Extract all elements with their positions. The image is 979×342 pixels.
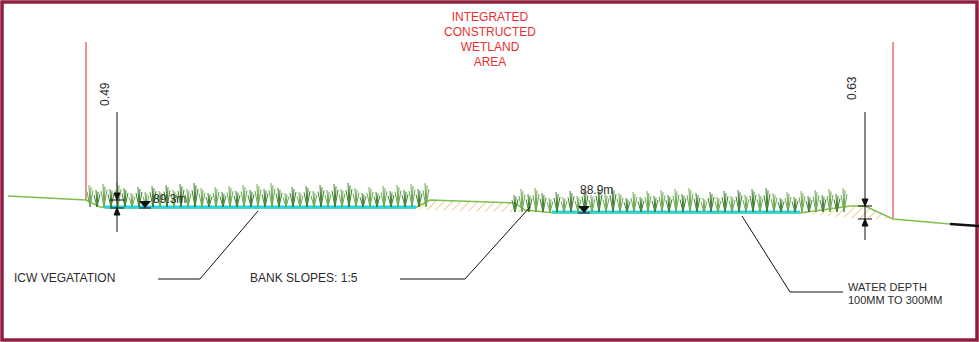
boundary-line	[86, 42, 87, 200]
boundary-line	[893, 42, 894, 218]
callout-text: BANK SLOPES: 1:5	[250, 271, 357, 285]
vegetation	[87, 183, 847, 212]
level-text: 89.3m	[153, 192, 186, 206]
dimension-text: 0.49	[98, 83, 112, 106]
level-text: 88.9m	[580, 183, 613, 197]
dimension-line	[110, 112, 872, 240]
ground-line	[950, 224, 979, 226]
water-surface	[104, 206, 416, 209]
level-marker	[139, 201, 151, 208]
callout-text: ICW VEGATATION	[14, 271, 115, 285]
callout-text: WATER DEPTH 100MM TO 300MM	[848, 281, 953, 307]
level-marker	[139, 208, 151, 209]
dimension-text: 0.63	[845, 77, 859, 100]
title: INTEGRATED CONSTRUCTED WETLAND AREA	[444, 10, 536, 70]
level-marker	[578, 206, 590, 213]
level-marker	[578, 213, 590, 214]
leader-line	[158, 207, 843, 292]
ground-line	[8, 196, 950, 224]
